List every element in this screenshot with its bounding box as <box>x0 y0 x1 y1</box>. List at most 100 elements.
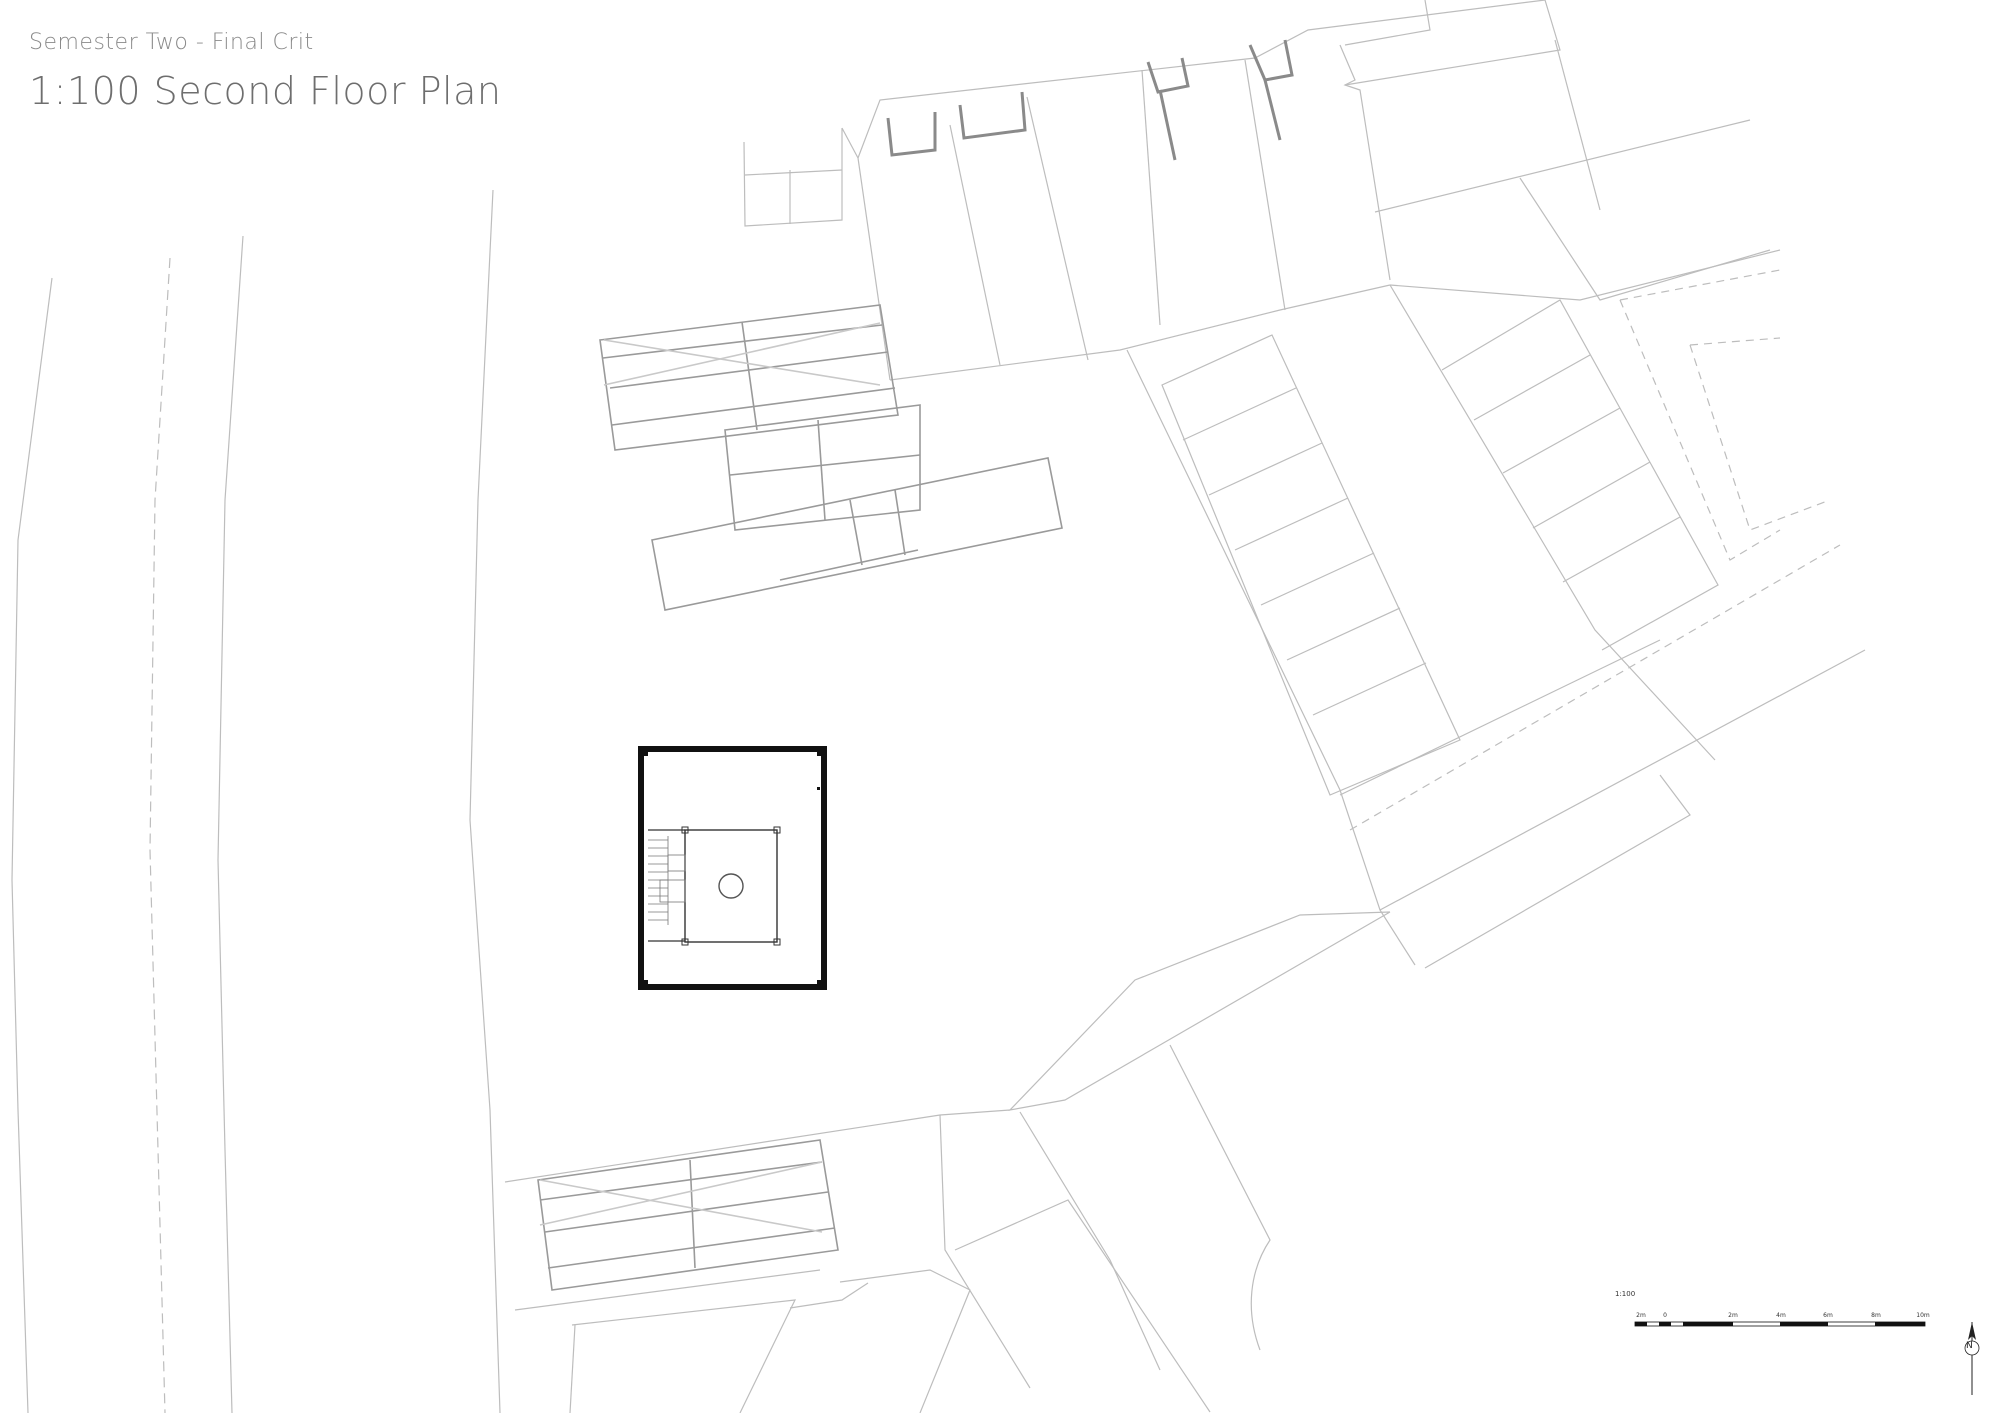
outbuilding-line <box>779 549 919 581</box>
corner-column <box>638 746 648 756</box>
dashed-boundary <box>1619 269 1781 301</box>
boundary-segment <box>841 127 859 159</box>
scale-tick-label: 2m <box>1728 1312 1738 1319</box>
column-marker <box>773 826 781 834</box>
plot-division-line <box>857 157 891 381</box>
wall-detail <box>1263 79 1282 141</box>
terrace-frontage-line <box>857 0 1546 159</box>
lane-edge-line <box>1379 649 1866 911</box>
scale-tick-label: 10m <box>1916 1312 1930 1319</box>
parking-bay-line <box>1260 552 1375 606</box>
lane-edge-line <box>1389 284 1716 761</box>
outbuilding-outline <box>743 128 843 227</box>
sheet-subtitle: Semester Two - Final Crit <box>29 30 314 55</box>
plot-division-line <box>1339 44 1391 281</box>
corner-column <box>817 746 827 756</box>
parking-bay-line <box>1286 607 1401 661</box>
access-road-outline <box>1008 911 1391 1111</box>
scale-tick-label: 6m <box>1823 1312 1833 1319</box>
road-edge-line <box>839 1269 971 1413</box>
outbuilding-diagonal <box>603 339 881 386</box>
outbuilding-block <box>724 404 921 531</box>
scale-bar-labels: 1:100 2m 0 2m 4m 6m 8m 10m <box>1615 1290 1930 1340</box>
column-marker <box>681 938 689 946</box>
plot-division-line <box>1026 96 1089 361</box>
outbuilding-diagonal <box>539 1179 823 1233</box>
road-edge-line <box>939 1114 1031 1389</box>
road-edge-line <box>514 1269 821 1311</box>
dashed-boundary <box>1619 299 1781 561</box>
parking-bay-line <box>1312 662 1427 716</box>
central-column-circle <box>718 873 744 899</box>
stair-well-line <box>648 829 685 942</box>
scale-ratio: 1:100 <box>1615 1290 1636 1298</box>
corner-column <box>817 980 827 990</box>
outbuilding-roof-line <box>689 1159 696 1269</box>
atrium-void-outline <box>684 829 778 943</box>
lane-edge-line <box>1339 639 1661 796</box>
scale-tick-label: 4m <box>1776 1312 1786 1319</box>
plot-division-line <box>1374 119 1751 213</box>
scale-bar <box>1634 1321 1926 1327</box>
outbuilding-block <box>651 457 1063 611</box>
lane-edge-line <box>1424 774 1691 969</box>
wall-detail <box>1146 57 1190 94</box>
outbuilding-roof-line <box>741 321 758 431</box>
outbuilding-diagonal <box>539 1161 823 1226</box>
plot-division-line <box>1244 59 1286 311</box>
rear-lane-line <box>889 284 1391 381</box>
wall-detail <box>1248 39 1294 82</box>
outbuilding-roof-line <box>602 324 883 359</box>
road-edge-line <box>954 1199 1211 1413</box>
wall-detail <box>958 91 1027 140</box>
north-arrow-icon <box>1964 1322 1980 1395</box>
parking-bay-line <box>1234 497 1349 551</box>
plot-division-line <box>1554 39 1601 211</box>
dashed-boundary <box>1689 337 1781 346</box>
road-edge-line <box>1019 1111 1161 1371</box>
parking-row-outline <box>1161 334 1461 796</box>
external-wall <box>638 746 827 990</box>
parking-bay-line <box>1502 407 1621 474</box>
outbuilding-roof-line <box>544 1191 829 1233</box>
stair-treads <box>648 836 686 925</box>
site-boundary-line <box>11 277 53 1413</box>
column-marker <box>773 938 781 946</box>
plot-division-line <box>1519 177 1771 301</box>
parking-bay-line <box>1562 516 1681 583</box>
road-edge-line <box>789 1282 869 1309</box>
outbuilding-block <box>537 1139 839 1291</box>
outbuilding-partition <box>894 489 906 556</box>
dashed-road-centerline <box>149 257 171 1413</box>
wall-detail <box>886 112 937 157</box>
outbuilding-roof-line <box>539 1161 823 1201</box>
parking-bay-line <box>1182 387 1297 441</box>
plan-title: 1:100 Second Floor Plan <box>29 69 502 113</box>
second-floor-building <box>638 746 827 990</box>
outbuilding-roof-line <box>547 1227 836 1269</box>
plot-division-line <box>1344 0 1561 86</box>
outbuilding-partition <box>817 419 826 521</box>
plot-division-line <box>949 124 1001 366</box>
plot-division-line <box>1141 69 1161 326</box>
road-edge-line <box>1169 1044 1271 1351</box>
rear-lane-line <box>1389 249 1781 301</box>
outbuilding-block <box>599 304 899 451</box>
outbuilding-partition <box>729 454 921 476</box>
title-block: Semester Two - Final Crit 1:100 Second F… <box>29 30 501 113</box>
parking-bay-line <box>1532 461 1651 529</box>
parking-row-outline <box>1441 299 1719 651</box>
lane-edge-line <box>1126 349 1416 966</box>
corner-column <box>638 980 648 990</box>
dashed-boundary <box>1349 544 1841 831</box>
outbuilding-partition <box>849 499 863 566</box>
north-label: N <box>1966 1341 1973 1351</box>
outbuilding-partition <box>744 169 843 176</box>
road-edge-line <box>569 1324 576 1413</box>
parking-bay-line <box>1473 354 1591 421</box>
outbuilding-diagonal <box>603 322 881 386</box>
parking-bay-line <box>1208 442 1323 496</box>
scale-tick-label: 8m <box>1871 1312 1881 1319</box>
road-edge-line <box>217 235 244 1413</box>
